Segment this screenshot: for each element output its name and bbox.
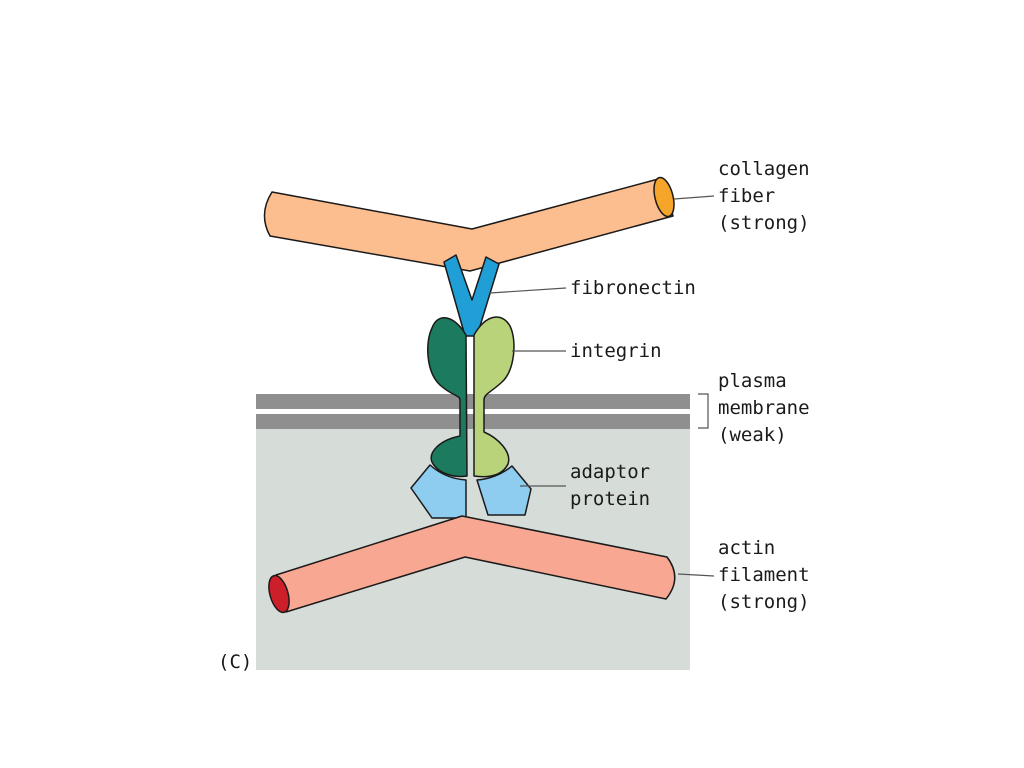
adaptor-protein-left: [410, 464, 467, 519]
adaptor-protein-right: [476, 465, 532, 516]
leader-lines: [489, 195, 715, 577]
integrin-beta-subunit: [473, 316, 515, 478]
fibronectin-leader: [489, 287, 567, 294]
actin-filament-label: actin filament (strong): [718, 537, 810, 613]
collagen-fiber: [263, 176, 675, 272]
plasma-membrane-label: plasma membrane (weak): [718, 370, 810, 446]
adaptor-protein-label: adaptor protein: [570, 461, 651, 510]
actin-filament-end: [268, 574, 290, 614]
membrane-inner-leaflet: [256, 414, 690, 429]
membrane-bracket: [698, 393, 709, 429]
collagen-fiber-end: [653, 176, 675, 218]
actin-filament: [268, 515, 676, 614]
collagen-fiber-label: collagen fiber (strong): [718, 158, 810, 234]
panel-label: (C): [218, 651, 253, 673]
integrin-label: integrin: [570, 340, 662, 362]
collagen-leader: [673, 195, 715, 200]
fibronectin: [443, 254, 500, 337]
fibronectin-label: fibronectin: [570, 277, 696, 299]
membrane-outer-leaflet: [256, 394, 690, 409]
integrin-alpha-subunit: [427, 317, 468, 478]
actin-leader: [677, 573, 715, 577]
